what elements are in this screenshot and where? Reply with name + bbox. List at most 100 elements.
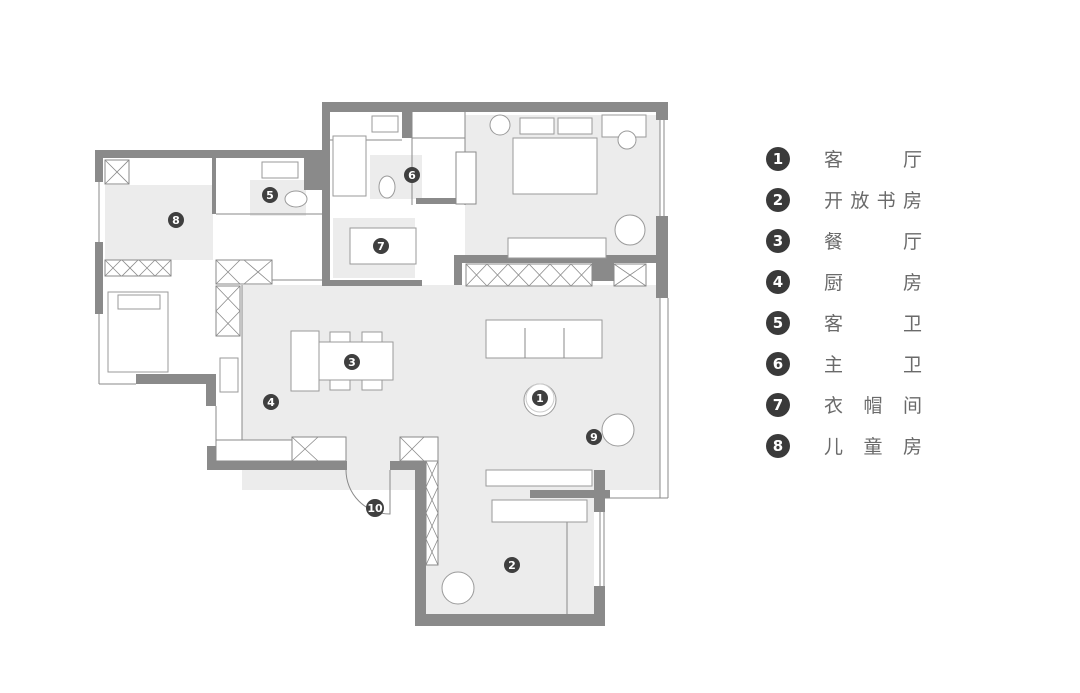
legend-label-char: 客 bbox=[824, 313, 844, 335]
chair bbox=[329, 379, 351, 391]
study-desk bbox=[491, 499, 588, 523]
legend-label-char: 厅 bbox=[902, 231, 922, 253]
legend-item: 4 厨房 bbox=[766, 261, 966, 302]
wall bbox=[402, 102, 412, 138]
legend-label-char: 房 bbox=[902, 436, 922, 458]
room-marker-number: 7 bbox=[377, 240, 385, 253]
legend-label-char: 间 bbox=[902, 395, 922, 417]
wall bbox=[136, 374, 216, 384]
wall bbox=[322, 190, 330, 286]
wall bbox=[322, 280, 422, 286]
legend-label: 主卫 bbox=[824, 350, 922, 377]
legend-label: 儿童房 bbox=[824, 432, 922, 459]
room-marker-number: 8 bbox=[172, 214, 180, 227]
chair bbox=[361, 331, 383, 343]
legend-number: 7 bbox=[766, 392, 790, 417]
room-marker-number: 10 bbox=[367, 502, 383, 515]
legend-label-char: 房 bbox=[902, 190, 922, 212]
lounge-chair bbox=[601, 413, 635, 447]
toilet bbox=[284, 190, 308, 208]
legend-label: 开放书房 bbox=[824, 186, 922, 213]
legend-label: 衣帽间 bbox=[824, 391, 922, 418]
legend-label: 餐厅 bbox=[824, 227, 922, 254]
legend-label-char: 餐 bbox=[824, 231, 844, 253]
legend-item: 1 客厅 bbox=[766, 138, 966, 179]
room-legend: 1 客厅 2 开放书房 3 餐厅 4 厨房 5 客卫 6 主卫 7 衣帽间 8 … bbox=[766, 138, 966, 466]
wall bbox=[656, 112, 668, 120]
room-marker-10: 10 bbox=[366, 499, 384, 517]
bathtub bbox=[332, 135, 367, 197]
wall bbox=[416, 198, 464, 204]
legend-number: 5 bbox=[766, 310, 790, 335]
wall bbox=[454, 255, 660, 263]
legend-item: 6 主卫 bbox=[766, 343, 966, 384]
room-marker-number: 5 bbox=[266, 189, 274, 202]
lounge-chair bbox=[614, 214, 646, 246]
room-marker-number: 2 bbox=[508, 559, 516, 572]
wall bbox=[322, 102, 330, 152]
legend-label-char: 厅 bbox=[902, 149, 922, 171]
wall bbox=[207, 461, 347, 470]
chair bbox=[329, 331, 351, 343]
walls bbox=[95, 102, 668, 626]
wall bbox=[95, 242, 103, 314]
room-marker-8: 8 bbox=[168, 212, 184, 228]
sink bbox=[261, 161, 299, 179]
legend-label: 客厅 bbox=[824, 145, 922, 172]
wall bbox=[454, 255, 462, 285]
legend-number: 1 bbox=[766, 146, 790, 171]
wall bbox=[206, 374, 216, 406]
legend-label-char: 卫 bbox=[902, 354, 922, 376]
legend-item: 5 客卫 bbox=[766, 302, 966, 343]
room-marker-number: 1 bbox=[536, 392, 544, 405]
room-marker-7: 7 bbox=[373, 238, 389, 254]
legend-item: 7 衣帽间 bbox=[766, 384, 966, 425]
legend-label: 客卫 bbox=[824, 309, 922, 336]
legend-item: 3 餐厅 bbox=[766, 220, 966, 261]
wall bbox=[212, 158, 216, 214]
wall bbox=[530, 490, 610, 498]
room-marker-4: 4 bbox=[263, 394, 279, 410]
floor-child-room bbox=[105, 185, 213, 260]
legend-label-char: 帽 bbox=[863, 395, 883, 417]
sofa bbox=[485, 319, 603, 359]
tv-console bbox=[485, 469, 593, 487]
legend-label: 厨房 bbox=[824, 268, 922, 295]
chair bbox=[617, 130, 637, 150]
bed-master bbox=[512, 137, 598, 195]
room-marker-number: 4 bbox=[267, 396, 275, 409]
legend-number: 8 bbox=[766, 433, 790, 458]
wall bbox=[95, 150, 103, 182]
wall bbox=[415, 461, 426, 626]
pillow bbox=[519, 117, 555, 135]
legend-label-char: 放 bbox=[850, 190, 870, 212]
cabinets bbox=[104, 151, 647, 566]
wall bbox=[656, 216, 668, 298]
legend-number: 3 bbox=[766, 228, 790, 253]
bench bbox=[507, 237, 607, 259]
legend-label-char: 书 bbox=[876, 190, 896, 212]
dining-table bbox=[318, 341, 394, 381]
legend-number: 4 bbox=[766, 269, 790, 294]
chair bbox=[489, 114, 511, 136]
room-marker-number: 3 bbox=[348, 356, 356, 369]
room-marker-9: 9 bbox=[586, 429, 602, 445]
legend-label-char: 儿 bbox=[824, 436, 844, 458]
wall bbox=[207, 446, 217, 470]
legend-label-char: 卫 bbox=[902, 313, 922, 335]
kitchen-sink bbox=[219, 357, 239, 393]
wall bbox=[594, 586, 605, 626]
chair bbox=[361, 379, 383, 391]
wall bbox=[304, 150, 330, 190]
legend-label-char: 客 bbox=[824, 149, 844, 171]
pillow bbox=[557, 117, 593, 135]
legend-number: 2 bbox=[766, 187, 790, 212]
legend-label-char: 衣 bbox=[824, 395, 844, 417]
room-marker-3: 3 bbox=[344, 354, 360, 370]
wall bbox=[322, 102, 668, 112]
legend-number: 6 bbox=[766, 351, 790, 376]
room-marker-number: 6 bbox=[408, 169, 416, 182]
room-marker-6: 6 bbox=[404, 167, 420, 183]
room-markers: 1 2 3 4 5 6 7 8 9 10 bbox=[168, 167, 602, 573]
